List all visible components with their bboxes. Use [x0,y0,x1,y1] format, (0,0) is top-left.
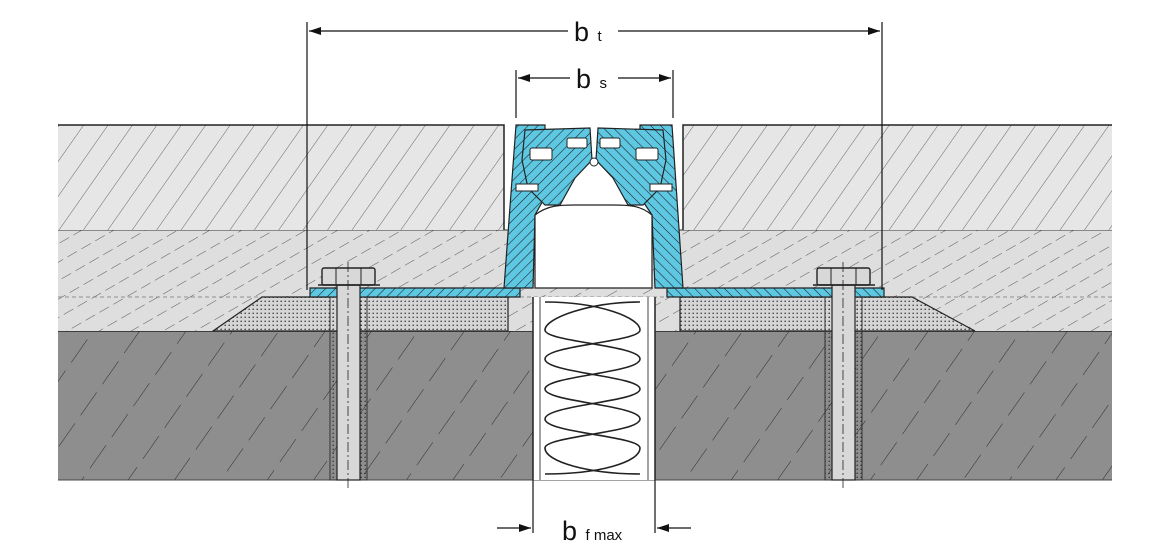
dimension-label-bf: b f max [562,516,623,543]
right-anchor-bolt [813,262,875,488]
dimension-total-width: b t [306,17,883,290]
dimension-label-bt: b t [574,17,602,47]
left-anchor-bolt [318,262,380,488]
dimension-joint-gap-max: b f max [497,480,691,543]
dimension-label-bs: b s [576,64,607,94]
joint-profile [309,124,885,298]
joint-filler [532,297,656,480]
covering-layer [58,124,1112,230]
dimension-surface-width: b s [515,64,674,118]
